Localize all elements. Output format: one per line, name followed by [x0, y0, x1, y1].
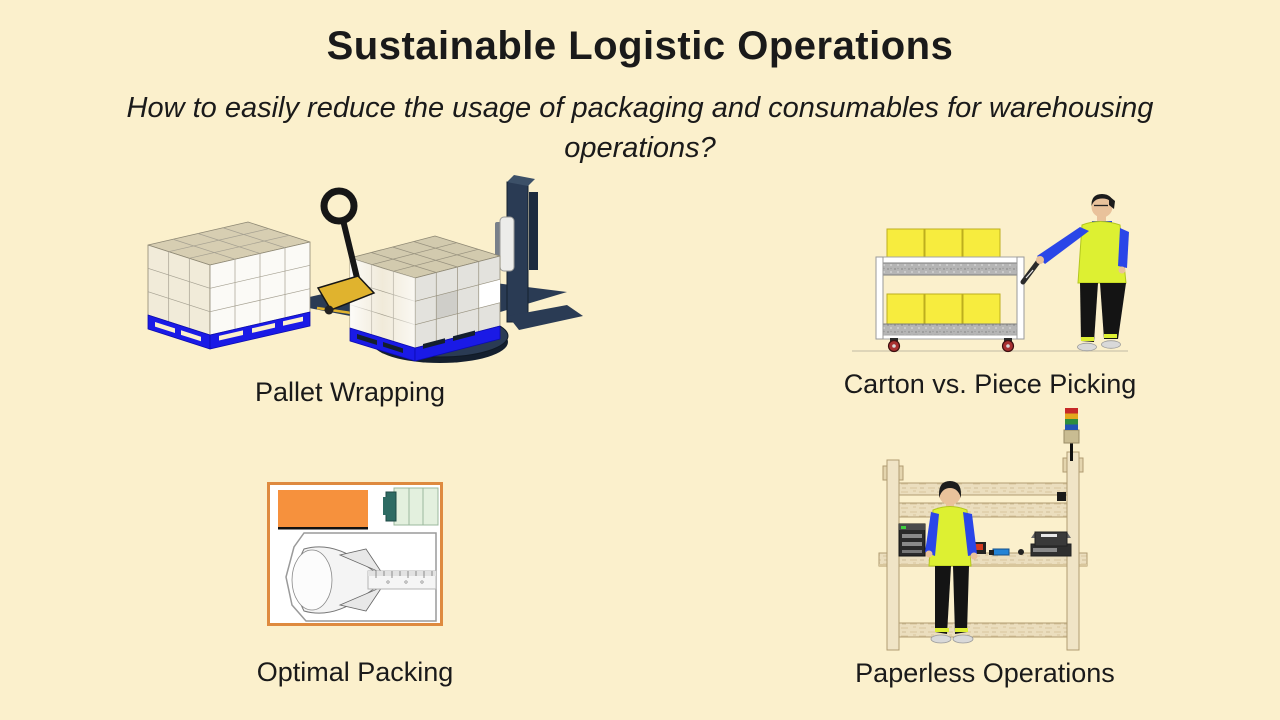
film-carriage	[499, 216, 515, 272]
orange-carton	[278, 490, 368, 527]
stretch-film-sheen	[350, 258, 415, 348]
caption-pallet-wrapping: Pallet Wrapping	[254, 377, 446, 407]
caption-carton-vs-piece-picking: Carton vs. Piece Picking	[843, 369, 1137, 399]
picker-worker	[1036, 194, 1129, 352]
carton-picking-illustration	[852, 194, 1129, 353]
safety-vest	[928, 506, 972, 567]
optimal-packing-frame	[267, 482, 443, 626]
wrapper-mast	[495, 175, 583, 330]
caption-paperless-operations: Paperless Operations	[855, 658, 1115, 688]
green-carton	[383, 487, 439, 526]
bench-worker	[925, 481, 978, 644]
handheld-device	[989, 548, 1010, 556]
page-title: Sustainable Logistic Operations	[326, 24, 954, 68]
carton-boxes	[886, 228, 1001, 325]
label-printer	[898, 523, 926, 557]
safety-vest	[1077, 221, 1127, 284]
worker-arm	[1037, 227, 1089, 264]
worker-hair	[1091, 194, 1114, 206]
packing-machine	[285, 532, 437, 622]
wrapped-pallet-stack	[349, 235, 501, 362]
quadrant-carton-vs-piece-picking: Carton vs. Piece Picking	[825, 183, 1155, 400]
quadrant-optimal-packing: Optimal Packing	[155, 482, 555, 688]
page-subtitle: How to easily reduce the usage of packag…	[126, 92, 1154, 164]
ruler-strip	[367, 570, 437, 590]
optimal-packing-illustration	[278, 487, 439, 622]
paperless-operations-illustration	[878, 408, 1088, 651]
quadrant-paperless-operations: Paperless Operations	[835, 406, 1135, 689]
andon-light-tower	[1063, 408, 1080, 461]
quadrant-pallet-wrapping: Pallet Wrapping	[110, 170, 590, 408]
caster-wheels	[887, 338, 1015, 353]
desktop-printer	[1030, 531, 1072, 557]
control-box	[1057, 492, 1066, 501]
pallet-wrapping-illustration	[147, 175, 583, 363]
worker-cap	[939, 481, 961, 498]
pallet-stack	[147, 221, 311, 350]
bench-knob	[1018, 549, 1024, 555]
picking-cart	[875, 228, 1041, 353]
pallet-jack	[316, 187, 376, 315]
caption-optimal-packing: Optimal Packing	[256, 657, 454, 687]
